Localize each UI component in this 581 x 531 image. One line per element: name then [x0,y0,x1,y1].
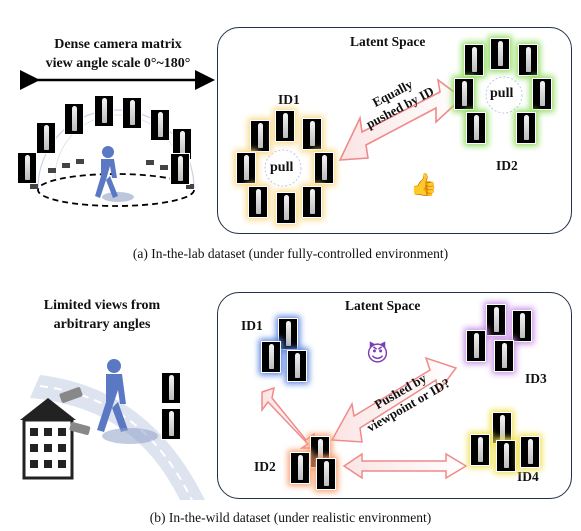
top-left-title-line1: Dense camera matrix [54,37,182,52]
bottom-left-title-line1: Limited views from [43,298,161,313]
building-icon [20,398,76,480]
cctv-camera-icon [59,387,91,435]
view-thumbnail [170,153,190,185]
top-latent-space-title: Latent Space [350,34,426,49]
bottom-id2-label: ID2 [254,459,276,474]
view-thumbnail [161,372,181,404]
view-thumbnail [64,103,84,135]
view-thumbnail [150,109,170,141]
view-thumbnail [17,152,37,184]
top-pull-right: pull [490,86,514,101]
bottom-left-title-line2: arbitrary angles [53,317,151,332]
bottom-left-title: Limited views from arbitrary angles [12,296,192,334]
walking-person-icon [95,146,118,198]
id1-id2-arrow [261,386,317,449]
view-thumbnail [94,95,114,127]
top-id1-label: ID1 [278,92,300,107]
view-thumbnail [172,128,192,160]
bottom-latent-space-title: Latent Space [345,298,421,313]
view-thumbnail [161,408,181,440]
id2-id4-arrow [342,452,468,480]
top-caption: (a) In-the-lab dataset (under fully-cont… [132,246,449,261]
top-id2-label: ID2 [496,158,518,173]
view-thumbnail [36,122,56,154]
bottom-id1-label: ID1 [241,318,263,333]
walking-person-icon [97,359,128,432]
bottom-caption: (b) In-the-wild dataset (under realistic… [149,510,432,525]
bottom-id3-label: ID3 [525,371,547,386]
devil-icon: 😈 [366,342,389,367]
top-left-title: Dense camera matrix view angle scale 0°~… [8,35,228,73]
bottom-id4-label: ID4 [517,469,539,484]
top-pull-left: pull [270,160,294,175]
top-left-title-line2: view angle scale 0°~180° [45,56,191,71]
thumbs-up-icon: 👍 [410,173,438,198]
view-thumbnail [122,97,142,129]
id2-id3-arrow [330,356,458,443]
